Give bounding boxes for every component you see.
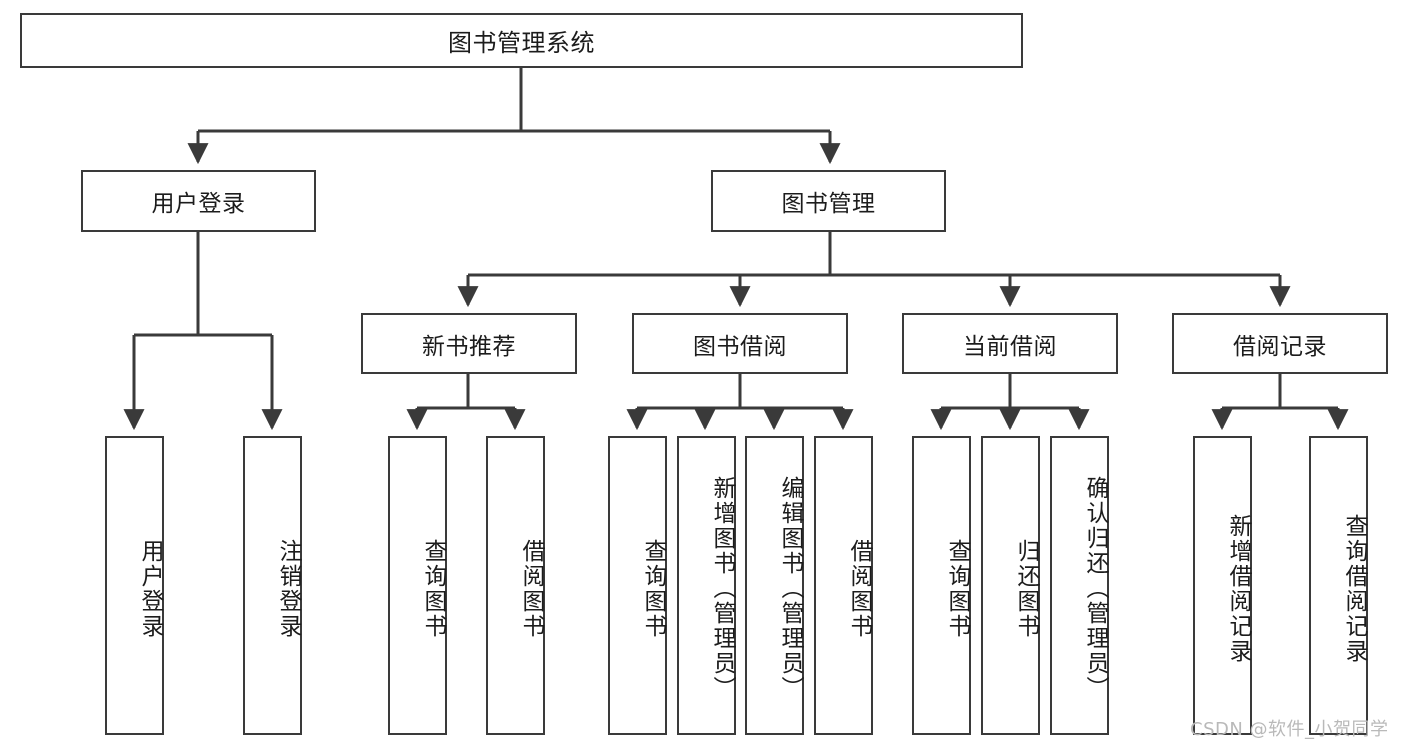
node-label: 新增图书（管理员） [709,476,735,701]
node-leaf-borrow-book-2[interactable]: 借阅图书 [814,436,873,735]
node-leaf-return-book[interactable]: 归还图书 [981,436,1040,735]
node-label: 图书借阅 [693,333,787,360]
node-label: 借阅图书 [518,538,544,639]
node-leaf-query-book-3[interactable]: 查询图书 [912,436,971,735]
node-book-borrow[interactable]: 图书借阅 [632,313,848,374]
node-label: 借阅图书 [846,538,872,639]
node-leaf-add-book[interactable]: 新增图书（管理员） [677,436,736,735]
node-label: 查询图书 [944,538,970,639]
node-leaf-query-borrow-record[interactable]: 查询借阅记录 [1309,436,1368,735]
node-label: 图书管理系统 [448,29,595,57]
node-label: 借阅记录 [1233,333,1327,360]
node-new-book-recommend[interactable]: 新书推荐 [361,313,577,374]
node-borrow-record[interactable]: 借阅记录 [1172,313,1388,374]
node-leaf-logout-login[interactable]: 注销登录 [243,436,302,735]
node-label: 编辑图书（管理员） [777,476,803,701]
node-label: 新书推荐 [422,333,516,360]
node-leaf-edit-book[interactable]: 编辑图书（管理员） [745,436,804,735]
node-leaf-borrow-book-1[interactable]: 借阅图书 [486,436,545,735]
node-label: 当前借阅 [963,333,1057,360]
node-user-login[interactable]: 用户登录 [81,170,316,232]
node-label: 归还图书 [1013,538,1039,639]
node-leaf-query-book-1[interactable]: 查询图书 [388,436,447,735]
node-label: 新增借阅记录 [1225,513,1251,664]
node-label: 注销登录 [275,538,301,639]
node-leaf-query-book-2[interactable]: 查询图书 [608,436,667,735]
node-label: 用户登录 [151,191,246,217]
node-leaf-confirm-return[interactable]: 确认归还（管理员） [1050,436,1109,735]
node-label: 查询图书 [420,538,446,639]
node-label: 查询借阅记录 [1341,513,1367,664]
node-root-system[interactable]: 图书管理系统 [20,13,1023,68]
node-leaf-add-borrow-record[interactable]: 新增借阅记录 [1193,436,1252,735]
node-current-borrow[interactable]: 当前借阅 [902,313,1118,374]
watermark-text: CSDN @软件_小贺同学 [1190,719,1389,740]
node-label: 确认归还（管理员） [1082,476,1108,701]
node-leaf-user-login[interactable]: 用户登录 [105,436,164,735]
node-label: 查询图书 [640,538,666,639]
node-label: 图书管理 [781,191,876,217]
node-label: 用户登录 [137,538,163,639]
node-book-management[interactable]: 图书管理 [711,170,946,232]
